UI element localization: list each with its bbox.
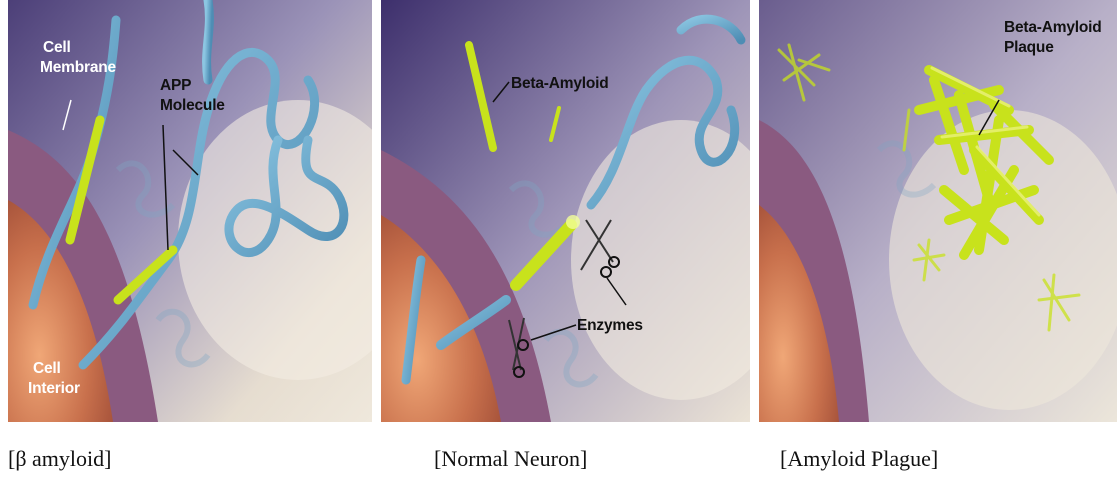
app-molecule-label-line2: Molecule — [160, 97, 225, 114]
plaque-label-line1: Beta-Amyloid — [1004, 19, 1102, 36]
cell-membrane-label-line1: Cell — [43, 39, 71, 56]
enzyme-cleavage-illustration: Beta-Amyloid Enzymes — [381, 0, 750, 422]
app-molecule-label-line1: APP — [160, 77, 191, 94]
app-molecule-illustration: Cell Membrane APP Molecule Cell Interior — [8, 0, 372, 422]
caption-amyloid-plague: [Amyloid Plague] — [780, 446, 938, 472]
caption-beta-amyloid: [β amyloid] — [8, 446, 111, 472]
cell-interior-label-line1: Cell — [33, 360, 61, 377]
caption-normal-neuron: [Normal Neuron] — [434, 446, 587, 472]
panel-normal-neuron: Beta-Amyloid Enzymes — [381, 0, 750, 422]
panel-beta-amyloid: Cell Membrane APP Molecule Cell Interior — [8, 0, 372, 422]
plaque-illustration: Beta-Amyloid Plaque — [759, 0, 1117, 422]
cell-membrane-label-line2: Membrane — [40, 59, 117, 76]
panel-amyloid-plaque: Beta-Amyloid Plaque — [759, 0, 1117, 422]
enzymes-label: Enzymes — [577, 317, 643, 334]
beta-amyloid-label: Beta-Amyloid — [511, 75, 609, 92]
plaque-label-line2: Plaque — [1004, 39, 1054, 56]
cell-interior-label-line2: Interior — [28, 380, 80, 397]
